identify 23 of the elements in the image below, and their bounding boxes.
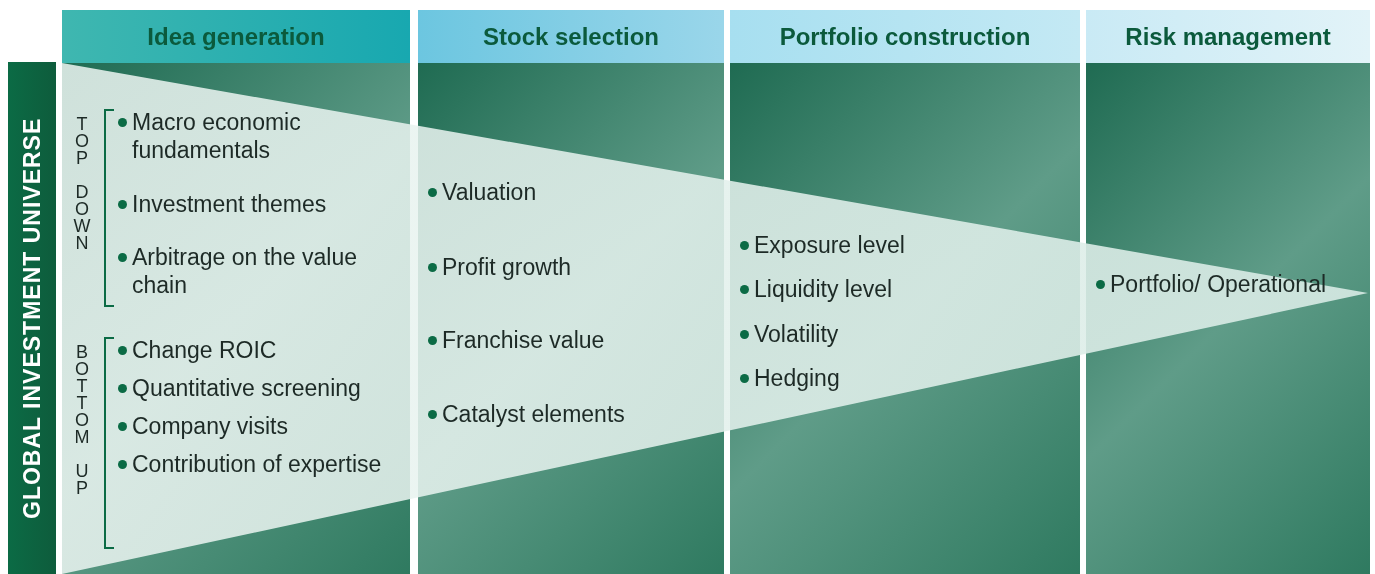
bullet-text: Volatility <box>754 320 839 348</box>
bullet-text: Change ROIC <box>132 336 277 364</box>
band-label: GLOBAL INVESTMENT UNIVERSE <box>17 116 46 521</box>
bullet-text: Franchise value <box>442 326 605 354</box>
column-header: Idea generation <box>62 10 410 63</box>
bullet-text: Contribution of expertise <box>132 450 382 478</box>
bullet-text: Exposure level <box>754 231 905 259</box>
column-header: Stock selection <box>418 10 724 63</box>
bullet-text: Hedging <box>754 364 840 392</box>
bullet-text: Liquidity level <box>754 275 893 303</box>
bullet-text: Investment themes <box>132 190 327 218</box>
bullet-text: Portfolio/ Operational <box>1110 270 1327 298</box>
vertical-label: TOP DOWN <box>72 114 92 252</box>
bullet-text: Quantitative screening <box>132 374 361 402</box>
bullet-text: Profit growth <box>442 253 572 281</box>
bullet-text: Valuation <box>442 178 537 206</box>
bullet-text: Macro economic fundamentals <box>132 108 302 164</box>
bullet-text: Arbitrage on the value chain <box>132 243 359 299</box>
column-header: Risk management <box>1086 10 1370 63</box>
column-header: Portfolio construction <box>730 10 1080 63</box>
bullet-text: Catalyst elements <box>442 400 625 428</box>
vertical-label: BOTTOM UP <box>72 342 92 497</box>
bullet-text: Company visits <box>132 412 288 440</box>
